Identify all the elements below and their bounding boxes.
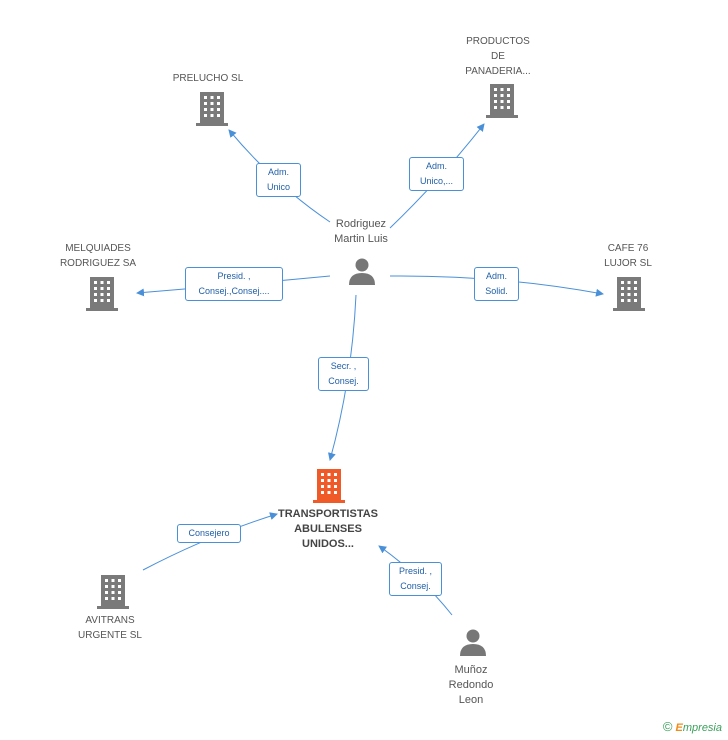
person-label-rodriguez[interactable]: Rodriguez Martin Luis (311, 217, 411, 247)
building-icon-avitrans[interactable] (97, 575, 129, 609)
person-name-line: Martin Luis (334, 233, 388, 245)
company-name-line: LUJOR SL (604, 258, 652, 269)
building-icon-melquiades[interactable] (86, 277, 118, 311)
relation-line: Consej. (400, 581, 431, 591)
company-name-line: TRANSPORTISTAS (277, 508, 379, 520)
company-label-avitrans[interactable]: AVITRANS URGENTE SL (62, 613, 158, 643)
company-label-prelucho[interactable]: PRELUCHO SL (160, 71, 256, 86)
relation-label-avitrans[interactable]: Consejero (177, 524, 241, 543)
relation-line: Presid. , (398, 566, 432, 576)
relation-line: Adm. (425, 161, 447, 171)
relation-label-main[interactable]: Secr. , Consej. (318, 357, 369, 391)
relation-label-productos[interactable]: Adm. Unico,... (409, 157, 464, 191)
relation-line: Presid. , (217, 271, 251, 281)
person-name-line: Redondo (448, 679, 494, 691)
relation-line: Adm. (267, 167, 289, 177)
relation-label-munoz[interactable]: Presid. , Consej. (389, 562, 442, 596)
person-icon-munoz[interactable] (459, 628, 487, 656)
relation-line: Consej.,Consej.... (198, 286, 270, 296)
relation-label-cafe76[interactable]: Adm. Solid. (474, 267, 519, 301)
company-name-line: AVITRANS (85, 615, 135, 626)
relation-line: Secr. , (330, 361, 357, 371)
company-name-line: CAFE 76 (607, 243, 649, 254)
relation-label-melquiades[interactable]: Presid. , Consej.,Consej.... (185, 267, 283, 301)
person-icon-rodriguez[interactable] (348, 257, 376, 285)
building-icon-main-company[interactable] (313, 469, 345, 503)
building-icon-cafe76[interactable] (613, 277, 645, 311)
company-name-line: ABULENSES (294, 523, 362, 535)
relation-label-prelucho[interactable]: Adm. Unico (256, 163, 301, 197)
company-label-cafe76[interactable]: CAFE 76 LUJOR SL (580, 241, 676, 271)
building-icon-productos[interactable] (486, 84, 518, 118)
person-name-line: Rodriguez (335, 218, 387, 230)
company-label-melquiades[interactable]: MELQUIADES RODRIGUEZ SA (50, 241, 146, 271)
company-name-line: DE (491, 51, 505, 62)
company-label-productos[interactable]: PRODUCTOS DE PANADERIA... (450, 34, 546, 79)
main-company-label[interactable]: TRANSPORTISTAS ABULENSES UNIDOS... (270, 507, 386, 552)
person-name-line: Leon (458, 694, 484, 706)
company-name-line: URGENTE SL (78, 630, 142, 641)
building-icon-prelucho[interactable] (196, 92, 228, 126)
relation-line: Solid. (485, 286, 508, 296)
relation-line: Consej. (328, 376, 359, 386)
company-name-line: PRODUCTOS (466, 36, 530, 47)
empresia-credit[interactable]: © Empresia (663, 719, 722, 734)
person-name-line: Muñoz (454, 664, 488, 676)
relation-line: Consejero (188, 528, 230, 538)
relation-line: Unico,... (419, 176, 453, 186)
relation-line: Adm. (485, 271, 507, 281)
copyright-icon: © (662, 719, 673, 734)
brand-initial: E (675, 722, 683, 734)
company-name-line: PRELUCHO SL (172, 73, 244, 84)
company-name-line: UNIDOS... (302, 538, 354, 550)
relation-line: Unico (266, 182, 290, 192)
company-name-line: MELQUIADES (65, 243, 131, 254)
company-name-line: PANADERIA... (465, 66, 531, 77)
brand-name: mpresia (682, 722, 722, 734)
person-label-munoz[interactable]: Muñoz Redondo Leon (423, 663, 519, 708)
company-name-line: RODRIGUEZ SA (59, 258, 137, 269)
